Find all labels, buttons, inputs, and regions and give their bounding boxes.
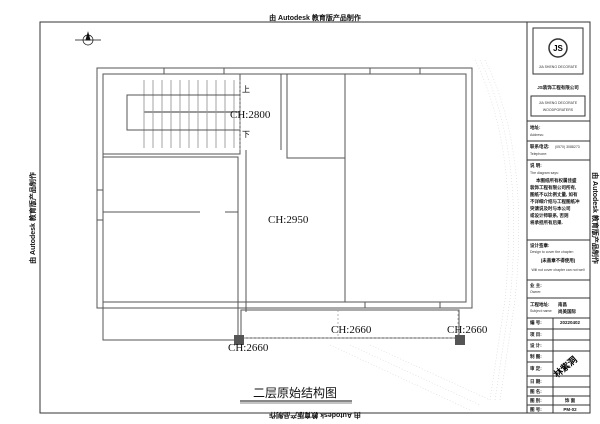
svg-text:装饰工程有限公司所有,: 装饰工程有限公司所有, <box>530 184 576 191</box>
svg-text:Owner:: Owner: <box>530 290 541 294</box>
svg-text:不详细介绍与工程图纸冲: 不详细介绍与工程图纸冲 <box>530 198 580 205</box>
svg-text:WOODPORATERS: WOODPORATERS <box>543 108 574 112</box>
svg-text:JIA SHENG DECORATE: JIA SHENG DECORATE <box>539 101 578 105</box>
drawing-frame <box>39 21 591 414</box>
title-block: JS JIA SHENG DECORATE JS装饰工程有限公司 JIA SHE… <box>527 27 590 413</box>
svg-text:图 号:: 图 号: <box>530 406 542 413</box>
svg-text:(未盖章不得使用): (未盖章不得使用) <box>541 257 576 264</box>
ceiling-height-label: CH:2660 <box>447 324 488 336</box>
svg-text:或设计师联系, 否则: 或设计师联系, 否则 <box>530 212 569 219</box>
company-logo-icon <box>548 38 568 58</box>
svg-text:南昌: 南昌 <box>558 301 567 308</box>
svg-text:设 计:: 设 计: <box>530 342 542 349</box>
north-arrow-icon <box>75 31 101 46</box>
svg-text:20220402: 20220402 <box>560 320 581 325</box>
svg-text:图纸不以比例丈量, 如有: 图纸不以比例丈量, 如有 <box>530 191 578 198</box>
ceiling-height-label: CH:2660 <box>331 324 372 336</box>
svg-text:制 图:: 制 图: <box>530 353 542 360</box>
svg-text:Address:: Address: <box>530 133 544 137</box>
svg-text:项 目:: 项 目: <box>530 331 542 338</box>
watermark-bottom: 由 Autodesk 教育版产品制作 <box>269 411 361 420</box>
stair-up-label: 上 <box>242 85 250 94</box>
svg-text:JS装饰工程有限公司: JS装饰工程有限公司 <box>537 84 579 91</box>
svg-text:业 主:: 业 主: <box>530 282 542 289</box>
floor-plan <box>96 67 473 345</box>
svg-text:Telephone:: Telephone: <box>530 152 547 156</box>
watermark-top: 由 Autodesk 教育版产品制作 <box>269 13 361 22</box>
svg-text:联系电话:: 联系电话: <box>530 143 550 150</box>
watermark-left: 由 Autodesk 教育版产品制作 <box>28 172 37 264</box>
svg-text:日 期:: 日 期: <box>530 378 542 385</box>
svg-text:饰 面: 饰 面 <box>565 397 576 404</box>
plan-title: 二层原始结构图 <box>253 385 337 400</box>
svg-text:说 明:: 说 明: <box>530 162 542 169</box>
svg-text:JS: JS <box>553 44 563 53</box>
stair-down-label: 下 <box>242 130 250 139</box>
svg-text:The diagram says:: The diagram says: <box>530 171 559 175</box>
stair-treads <box>143 80 235 148</box>
svg-text:Will not cover chapter can not: Will not cover chapter can not well <box>531 268 584 272</box>
svg-text:(0570) 3088273: (0570) 3088273 <box>555 145 580 149</box>
svg-text:图 别:: 图 别: <box>530 397 542 404</box>
svg-text:将承担所有后果.: 将承担所有后果. <box>530 219 563 226</box>
svg-text:编 号:: 编 号: <box>530 319 542 326</box>
svg-text:审 定:: 审 定: <box>530 365 542 372</box>
svg-text:图 名:: 图 名: <box>530 388 542 395</box>
ceiling-height-label: CH:2660 <box>228 342 269 354</box>
watermark-right: 由 Autodesk 教育版产品制作 <box>591 172 600 264</box>
svg-text:地址:: 地址: <box>530 124 541 131</box>
svg-text:JIA SHENG DECORATE: JIA SHENG DECORATE <box>539 65 578 69</box>
svg-text:尚美国际: 尚美国际 <box>558 308 576 315</box>
hatch-pattern <box>329 59 519 411</box>
ceiling-height-label: CH:2950 <box>268 214 309 226</box>
svg-text:PM-02: PM-02 <box>563 407 577 412</box>
svg-text:Subject name:: Subject name: <box>530 309 552 313</box>
svg-text:设计签章:: 设计签章: <box>530 242 550 249</box>
column <box>234 335 244 345</box>
column <box>455 335 465 345</box>
svg-text:工程地址:: 工程地址: <box>530 301 550 308</box>
svg-text:Design to cover the chapter:: Design to cover the chapter: <box>530 250 574 254</box>
svg-text:突请说及时与本公司: 突请说及时与本公司 <box>530 205 571 212</box>
svg-text:本图纸所有权属佳盛: 本图纸所有权属佳盛 <box>536 177 577 184</box>
ceiling-height-label: CH:2800 <box>230 109 271 121</box>
